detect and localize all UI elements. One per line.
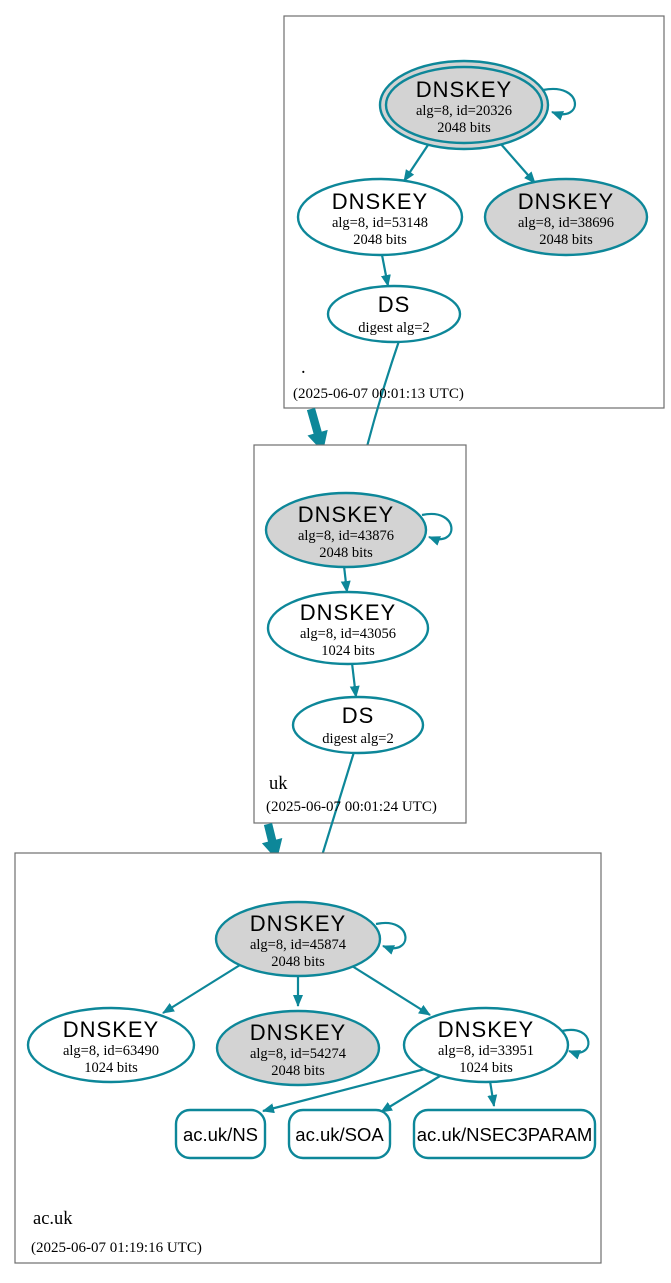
rrset-soa-label: ac.uk/SOA [295, 1124, 384, 1145]
dnskey-43056-alg: alg=8, id=43056 [300, 626, 396, 642]
self-loop-zsk33951 [561, 1028, 590, 1060]
rrset-nsec3param-rect [412, 1108, 597, 1160]
dnskey-43876-ellipse [264, 491, 428, 569]
dnskey-node-20326[interactable]: DNSKEY alg=8, id=20326 2048 bits [378, 59, 550, 151]
dnskey-20326-outer-ring [378, 59, 550, 151]
dnskey-node-43876[interactable]: DNSKEY alg=8, id=43876 2048 bits [264, 491, 428, 569]
dnskey-45874-title: DNSKEY [250, 911, 346, 936]
self-loop-ksk45874 [375, 921, 407, 955]
dnskey-53148-ellipse [296, 177, 464, 257]
dnskey-63490-bits: 1024 bits [84, 1060, 138, 1076]
edge-ksk45874-to-zsk33951 [351, 965, 431, 1016]
delegation-arrow-root-to-uk [306, 407, 328, 452]
dnskey-45874-bits: 2048 bits [271, 954, 325, 970]
dnskey-20326-inner-ring [384, 65, 544, 145]
dnskey-38696-ellipse [483, 177, 649, 257]
dnskey-33951-bits: 1024 bits [459, 1060, 513, 1076]
dnskey-33951-ellipse [402, 1006, 570, 1084]
ds-uk-ellipse [291, 695, 425, 755]
dnskey-43056-title: DNSKEY [300, 600, 396, 625]
dnskey-38696-title: DNSKEY [518, 189, 614, 214]
rrset-node-acuk-nsec3param[interactable]: ac.uk/NSEC3PARAM [412, 1108, 597, 1160]
dnskey-45874-alg: alg=8, id=45874 [250, 937, 347, 953]
self-loop-ksk43876 [421, 512, 453, 546]
ds-node-uk[interactable]: DS digest alg=2 [291, 695, 425, 755]
dnskey-43876-alg: alg=8, id=43876 [298, 528, 394, 544]
edge-zsk43056-to-ds [349, 662, 360, 698]
ds-root-digest: digest alg=2 [358, 320, 429, 336]
dnskey-node-53148[interactable]: DNSKEY alg=8, id=53148 2048 bits [296, 177, 464, 257]
dnskey-20326-bits: 2048 bits [437, 120, 491, 136]
dnskey-45874-ellipse [214, 900, 382, 978]
dnskey-node-54274[interactable]: DNSKEY alg=8, id=54274 2048 bits [215, 1009, 381, 1087]
dnskey-63490-title: DNSKEY [63, 1017, 159, 1042]
self-loop-ksk20326 [542, 87, 577, 121]
dnskey-43056-ellipse [266, 590, 430, 666]
zone-uk: DNSKEY alg=8, id=43876 2048 bits DNSKEY … [253, 444, 467, 902]
zone-uk-timestamp: (2025-06-07 00:01:24 UTC) [266, 799, 437, 815]
dnskey-63490-ellipse [26, 1006, 196, 1084]
edge-zsk33951-to-ns [262, 1067, 426, 1114]
edge-zsk33951-to-nsec3param [487, 1080, 498, 1107]
dnskey-node-45874[interactable]: DNSKEY alg=8, id=45874 2048 bits [214, 900, 382, 978]
zone-root-timestamp: (2025-06-07 00:01:13 UTC) [293, 386, 464, 402]
edge-ksk20326-to-zsk53148 [403, 144, 429, 182]
ds-node-root[interactable]: DS digest alg=2 [326, 284, 462, 344]
ds-root-title: DS [378, 292, 411, 317]
dnskey-node-63490[interactable]: DNSKEY alg=8, id=63490 1024 bits [26, 1006, 196, 1084]
dnskey-43876-bits: 2048 bits [319, 545, 373, 561]
dnskey-53148-title: DNSKEY [332, 189, 428, 214]
dnskey-63490-alg: alg=8, id=63490 [63, 1043, 159, 1059]
edge-ksk20326-to-ksk38696 [499, 142, 536, 184]
dnskey-38696-bits: 2048 bits [539, 232, 593, 248]
ds-uk-digest: digest alg=2 [322, 731, 393, 747]
dnskey-node-33951[interactable]: DNSKEY alg=8, id=33951 1024 bits [402, 1006, 570, 1084]
dnskey-43876-title: DNSKEY [298, 502, 394, 527]
dnskey-20326-title: DNSKEY [416, 77, 512, 102]
dnskey-54274-title: DNSKEY [250, 1020, 346, 1045]
dnskey-43056-bits: 1024 bits [321, 643, 375, 659]
zone-root-label: . [301, 358, 306, 378]
dnskey-33951-title: DNSKEY [438, 1017, 534, 1042]
zone-acuk-label: ac.uk [33, 1209, 73, 1229]
rrset-soa-rect [287, 1108, 392, 1160]
ds-uk-title: DS [342, 703, 375, 728]
dnskey-33951-alg: alg=8, id=33951 [438, 1043, 534, 1059]
edge-ksk45874-to-zsk63490 [162, 964, 241, 1014]
dnskey-54274-bits: 2048 bits [271, 1063, 325, 1079]
dnskey-20326-alg: alg=8, id=20326 [416, 103, 512, 119]
edge-zsk33951-to-soa [380, 1075, 441, 1113]
zone-acuk: DNSKEY alg=8, id=45874 2048 bits DNSKEY … [14, 852, 602, 1264]
ds-root-ellipse [326, 284, 462, 344]
rrset-node-acuk-soa[interactable]: ac.uk/SOA [287, 1108, 392, 1160]
dnskey-38696-alg: alg=8, id=38696 [518, 215, 614, 231]
dnskey-54274-ellipse [215, 1009, 381, 1087]
rrset-ns-label: ac.uk/NS [183, 1124, 258, 1145]
zone-root: DNSKEY alg=8, id=20326 2048 bits DNSKEY … [283, 15, 665, 493]
rrset-ns-rect [174, 1108, 267, 1160]
rrset-node-acuk-ns[interactable]: ac.uk/NS [174, 1108, 267, 1160]
zone-acuk-timestamp: (2025-06-07 01:19:16 UTC) [31, 1240, 202, 1256]
dnskey-54274-alg: alg=8, id=54274 [250, 1046, 347, 1062]
dnskey-node-38696[interactable]: DNSKEY alg=8, id=38696 2048 bits [483, 177, 649, 257]
rrset-nsec3param-label: ac.uk/NSEC3PARAM [417, 1124, 592, 1145]
dnskey-53148-bits: 2048 bits [353, 232, 407, 248]
edge-zsk53148-to-ds [380, 254, 391, 287]
edge-ksk43876-to-zsk43056 [340, 565, 351, 593]
dnskey-node-43056[interactable]: DNSKEY alg=8, id=43056 1024 bits [266, 590, 430, 666]
zone-uk-label: uk [269, 774, 288, 794]
dnskey-53148-alg: alg=8, id=53148 [332, 215, 428, 231]
delegation-arrow-uk-to-acuk [261, 823, 283, 860]
